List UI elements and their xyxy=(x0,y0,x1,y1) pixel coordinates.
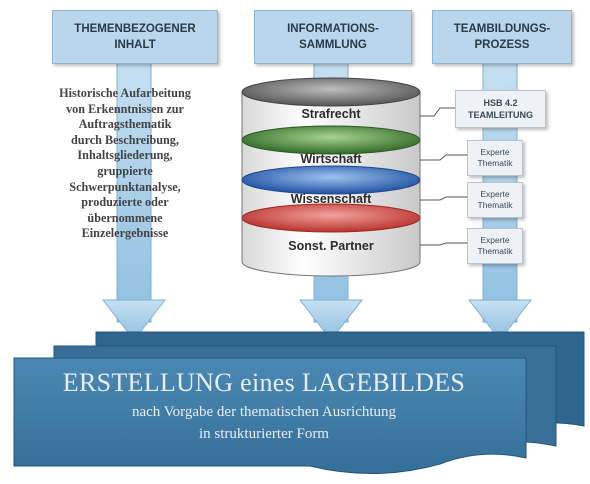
expert-line1: Experte xyxy=(480,235,510,245)
header-teambildungs-prozess: TEAMBILDUNGS- PROZESS xyxy=(432,10,572,64)
header-right-line2: PROZESS xyxy=(474,39,530,51)
bottom-banner xyxy=(13,331,585,474)
description-line: produzierte oder xyxy=(81,195,169,210)
connectors xyxy=(420,107,467,246)
segment-top-wirtschaft xyxy=(241,125,421,155)
segment-top-sonst-partner xyxy=(241,203,421,233)
description-line: durch Beschreibung, xyxy=(71,132,179,147)
header-themenbezogener-inhalt: THEMENBEZOGENER INHALT xyxy=(52,10,218,64)
header-middle-line2: SAMMLUNG xyxy=(299,39,367,51)
description-line: gruppierte xyxy=(97,163,153,178)
segment-top-wissenschaft xyxy=(241,165,421,195)
expert-line2: Thematik xyxy=(477,246,513,256)
expert-line1: Experte xyxy=(480,189,510,199)
description-line: übernommene xyxy=(87,210,163,225)
segment-label-wirtschaft: Wirtschaft xyxy=(300,152,362,166)
bottom-subtitle-line2: in strukturierter Form xyxy=(199,426,329,442)
segment-label-wissenschaft: Wissenschaft xyxy=(290,192,372,206)
description-text: Historische Aufarbeitung von Erkenntniss… xyxy=(32,86,218,242)
description-line: Historische Aufarbeitung xyxy=(59,86,191,100)
bottom-subtitle-line1: nach Vorgabe der thematischen Ausrichtun… xyxy=(131,404,397,420)
banner-front xyxy=(13,357,527,474)
description-line: von Erkenntnissen zur xyxy=(66,101,184,116)
description-line: Schwerpunktanalyse, xyxy=(69,179,181,194)
header-left-line2: INHALT xyxy=(114,39,156,51)
database-cylinder xyxy=(241,77,421,277)
header-informations-sammlung: INFORMATIONS- SAMMLUNG xyxy=(254,10,412,64)
segment-label-sonst-partner: Sonst. Partner xyxy=(288,239,374,253)
description-line: Inhaltsgliederung, xyxy=(77,148,173,163)
team-lead-line1: HSB 4.2 xyxy=(483,98,518,108)
expert-line2: Thematik xyxy=(477,200,513,210)
header-left-line1: THEMENBEZOGENER xyxy=(74,23,196,35)
segment-top-strafrecht xyxy=(241,77,421,107)
header-middle-line1: INFORMATIONS- xyxy=(287,23,379,35)
bottom-title: ERSTELLUNG eines LAGEBILDES xyxy=(62,368,466,397)
expert-box: Experte Thematik xyxy=(467,182,523,218)
arrow-left xyxy=(101,61,167,341)
description-line: Einzelergebnisse xyxy=(81,226,169,241)
description-line: Auftragsthematik xyxy=(78,117,172,132)
expert-box: Experte Thematik xyxy=(467,228,523,264)
segment-label-strafrecht: Strafrecht xyxy=(301,107,361,121)
expert-line2: Thematik xyxy=(477,158,513,168)
expert-box: Experte Thematik xyxy=(467,140,523,176)
team-lead-line2: TEAMLEITUNG xyxy=(468,110,533,120)
team-lead-box: HSB 4.2 TEAMLEITUNG xyxy=(455,90,546,128)
header-right-line1: TEAMBILDUNGS- xyxy=(453,23,551,35)
expert-line1: Experte xyxy=(480,147,510,157)
